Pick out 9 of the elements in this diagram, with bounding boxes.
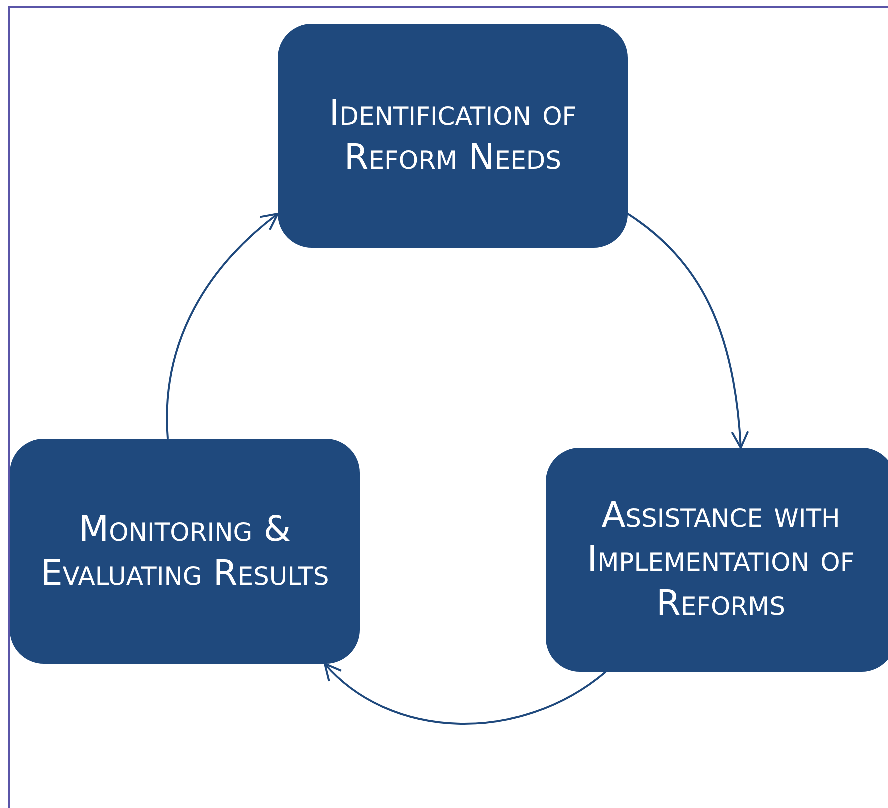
process-box bbox=[278, 24, 628, 248]
box-label: Assistance with Implementation of Reforms bbox=[586, 495, 856, 626]
box-label: Identification of Reform Needs bbox=[328, 93, 578, 180]
curved-arrow bbox=[324, 663, 607, 725]
curved-arrow bbox=[166, 213, 279, 440]
box-label: Monitoring & Evaluating Results bbox=[40, 508, 330, 596]
process-box bbox=[546, 448, 888, 672]
curved-arrow bbox=[627, 213, 749, 449]
process-box bbox=[10, 439, 360, 664]
